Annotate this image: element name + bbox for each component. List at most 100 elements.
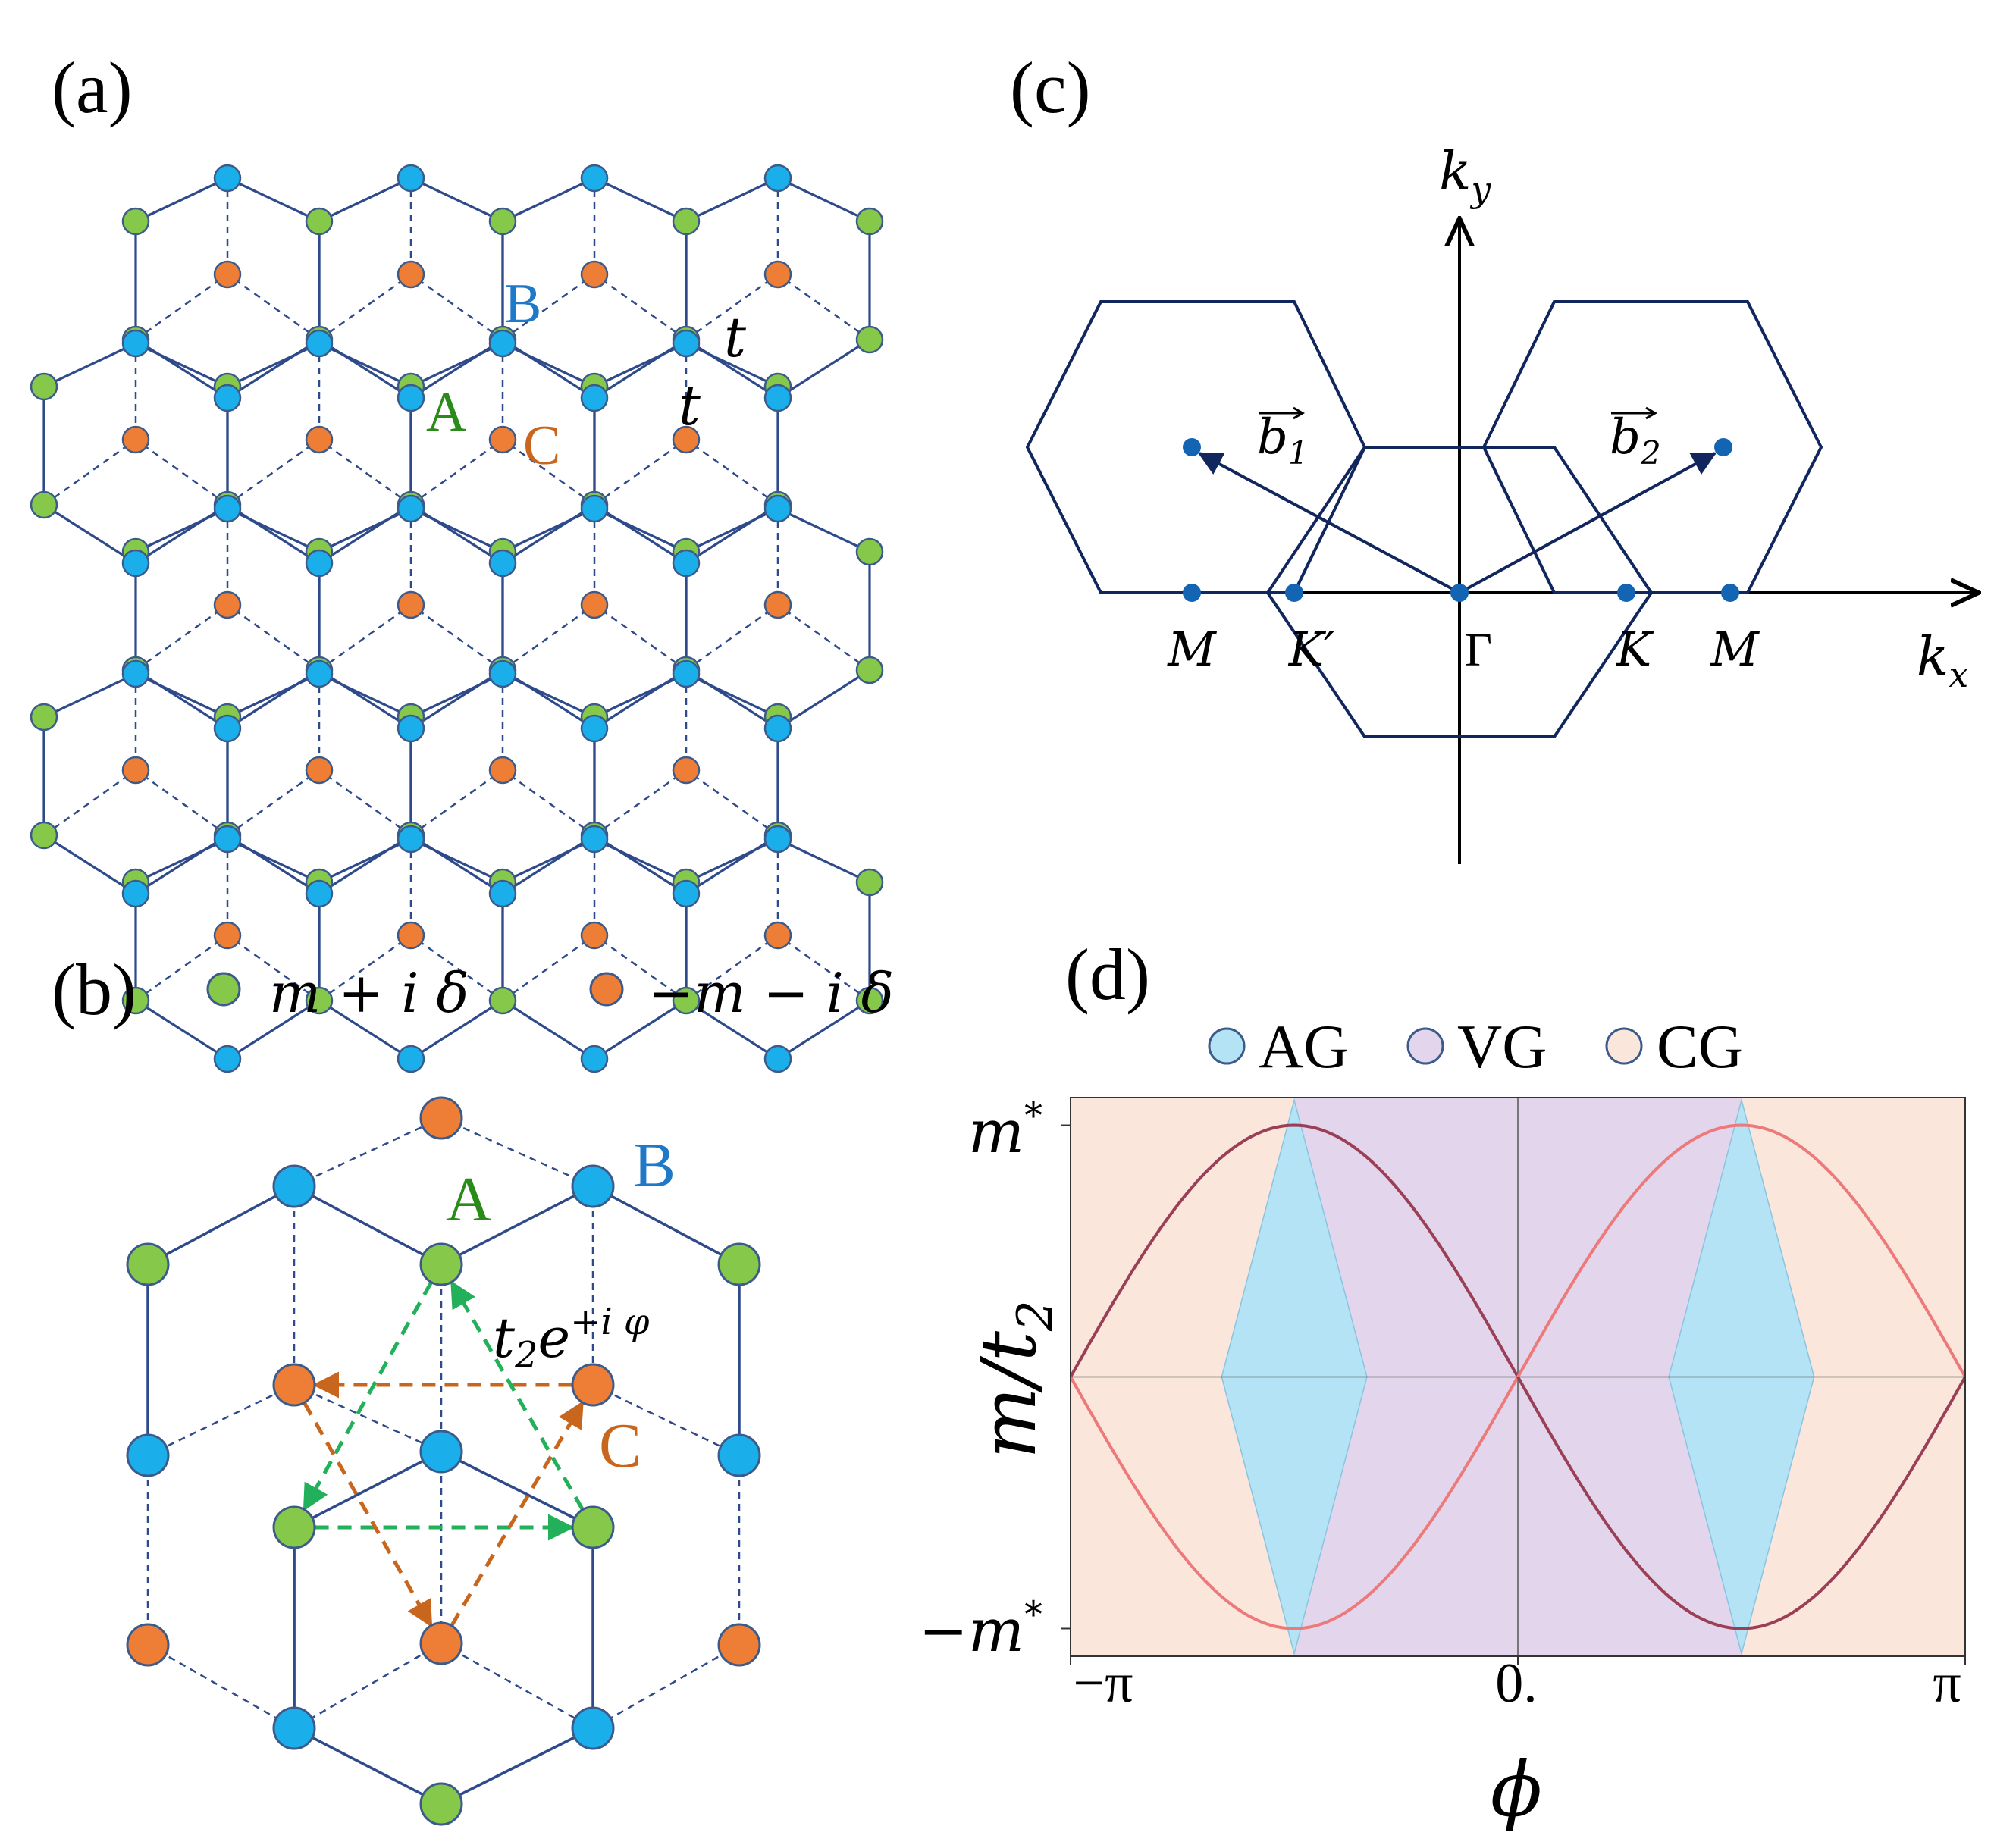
- bond-dashed: [410, 438, 503, 506]
- bond-dashed: [227, 934, 320, 1002]
- site-c: [580, 260, 609, 289]
- bond-solid: [502, 669, 595, 730]
- legend-ag-marker: [1208, 1027, 1246, 1065]
- site-b: [580, 825, 609, 854]
- site-b: [305, 879, 334, 908]
- site-c: [763, 921, 792, 950]
- bond-solid: [594, 999, 687, 1060]
- bond-solid: [502, 507, 595, 553]
- site-a: [855, 207, 884, 236]
- site-a: [419, 1242, 463, 1286]
- bond-solid: [685, 999, 779, 1060]
- bond-dashed: [592, 1643, 740, 1730]
- x-tick-label-zero: 0.: [1495, 1652, 1538, 1715]
- bond-solid: [318, 342, 412, 388]
- bond-dashed: [135, 438, 228, 506]
- site-b: [717, 1433, 761, 1477]
- bond-dashed: [43, 438, 136, 506]
- panel-b: (b) m + i δ −m − i δ B A C t2e+i φ: [52, 949, 894, 1826]
- site-b: [305, 329, 334, 358]
- bond-solid: [594, 669, 687, 730]
- legend-ag-label: AG: [1259, 1012, 1348, 1081]
- site-b: [272, 1706, 316, 1750]
- bond-dashed: [135, 769, 228, 837]
- bond-solid: [227, 669, 320, 730]
- site-b: [763, 825, 792, 854]
- bond-solid: [410, 669, 503, 730]
- site-a: [855, 537, 884, 566]
- bond-solid: [318, 838, 412, 884]
- panel-b-label: (b): [52, 949, 136, 1030]
- bond-dashed: [227, 603, 320, 672]
- bond-dashed: [410, 273, 503, 341]
- site-b: [397, 164, 425, 193]
- bond-solid: [227, 342, 320, 388]
- bond-dashed: [43, 769, 136, 837]
- site-a: [855, 986, 884, 1015]
- bond-dashed: [318, 934, 412, 1002]
- bond-solid: [777, 669, 870, 730]
- site-b: [763, 384, 792, 412]
- legend-orange-marker: [589, 972, 624, 1007]
- series-curve-1: [1071, 1376, 1519, 1630]
- bond-solid: [594, 507, 687, 553]
- site-a: [855, 325, 884, 354]
- bond-dashed: [318, 603, 412, 672]
- bond-dashed: [293, 1642, 442, 1730]
- site-b: [419, 1430, 463, 1474]
- point-m-right: [1721, 584, 1739, 602]
- y-axis-label: m/t2: [964, 1300, 1064, 1458]
- bond-solid: [685, 177, 779, 223]
- legend-cg-label: CG: [1657, 1012, 1743, 1081]
- bond-solid: [318, 669, 412, 730]
- site-c: [672, 425, 701, 454]
- bond-dashed: [594, 769, 687, 837]
- bond-solid: [318, 338, 412, 399]
- right-brillouin-zone: [1481, 300, 1823, 594]
- bond-solid: [440, 1185, 594, 1266]
- site-b: [763, 714, 792, 743]
- bond-solid: [502, 834, 595, 895]
- site-b: [213, 1045, 242, 1073]
- point-k: [1617, 584, 1635, 602]
- site-c: [397, 260, 425, 289]
- site-b: [488, 659, 517, 688]
- bond-dashed: [502, 438, 595, 506]
- site-c-label-a: C: [523, 415, 560, 477]
- site-a: [488, 207, 517, 236]
- site-c: [397, 921, 425, 950]
- bond-dashed: [777, 603, 870, 672]
- point-m-left: [1183, 584, 1201, 602]
- bond-solid: [594, 838, 687, 884]
- phase-diagram-plot: [1061, 1097, 1966, 1665]
- site-b: [213, 384, 242, 412]
- site-b: [213, 714, 242, 743]
- bond-dashed: [502, 603, 595, 672]
- point-k-prime: [1285, 584, 1303, 602]
- bond-solid: [777, 838, 870, 884]
- hop-green: [303, 1282, 433, 1511]
- bond-dashed: [318, 438, 412, 506]
- bond-solid: [777, 338, 870, 399]
- bond-dashed: [685, 769, 779, 837]
- bond-solid: [594, 342, 687, 388]
- bond-solid: [410, 672, 503, 719]
- hop-green: [450, 1280, 585, 1510]
- site-b: [397, 384, 425, 412]
- bond-dashed: [685, 273, 779, 341]
- site-b: [571, 1706, 615, 1750]
- site-a: [30, 490, 58, 519]
- site-b: [488, 879, 517, 908]
- bond-solid: [227, 999, 320, 1060]
- site-a: [121, 207, 150, 236]
- site-c: [121, 756, 150, 785]
- site-c: [419, 1096, 463, 1140]
- bond-dashed: [594, 273, 687, 341]
- site-b: [580, 164, 609, 193]
- site-a: [305, 207, 334, 236]
- site-c: [121, 425, 150, 454]
- site-a: [272, 1505, 316, 1549]
- label-m-right: M: [1710, 622, 1760, 677]
- site-a: [126, 1242, 170, 1286]
